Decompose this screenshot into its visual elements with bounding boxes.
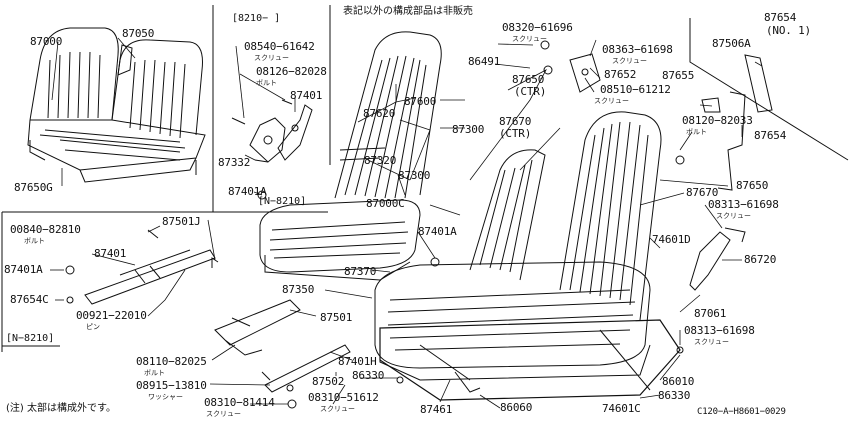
part-label-87654-2[interactable]: 87654 — [754, 129, 787, 142]
part-label-87620[interactable]: 87620 — [363, 107, 396, 120]
part-label-08540-61642[interactable]: 08540−61642 — [244, 40, 315, 53]
part-label-87670-2[interactable]: 87670 — [686, 186, 719, 199]
part-label-87461[interactable]: 87461 — [420, 403, 453, 416]
leader-lines — [50, 37, 763, 409]
sublabel-screw: スクリュー — [512, 35, 547, 43]
header-note: 表記以外の構成部品は非販売 — [343, 6, 473, 17]
part-label-87401h[interactable]: 87401H — [338, 355, 377, 368]
sublabel-screw: スクリュー — [612, 57, 647, 65]
paren-label-ctr-2: (CTR) — [499, 127, 532, 140]
part-label-08313-61698[interactable]: 08313−61698 — [708, 198, 779, 211]
part-label-08313-61698-2[interactable]: 08313−61698 — [684, 324, 755, 337]
part-label-86060[interactable]: 86060 — [500, 401, 533, 414]
part-label-00840-82810[interactable]: 00840−82810 — [10, 223, 81, 236]
drawing-code: C120−A−H8601−0029 — [697, 407, 786, 417]
part-label-86491[interactable]: 86491 — [468, 55, 501, 68]
part-label-87655[interactable]: 87655 — [662, 69, 695, 82]
part-label-87650[interactable]: 87650 — [512, 73, 545, 86]
hardware-illustration — [257, 40, 773, 393]
part-label-87654[interactable]: 87654 — [764, 11, 797, 24]
part-label-87000[interactable]: 87000 — [30, 35, 63, 48]
bench-seat-illustration — [27, 27, 206, 183]
paren-label-ctr-1: (CTR) — [514, 85, 547, 98]
part-label-74601d[interactable]: 74601D — [652, 233, 691, 246]
part-label-87401[interactable]: 87401 — [290, 89, 323, 102]
part-label-08310-81414[interactable]: 08310−81414 — [204, 396, 275, 409]
part-label-87652[interactable]: 87652 — [604, 68, 637, 81]
sublabel-screw: スクリュー — [254, 54, 289, 62]
bracket-illustration — [231, 99, 313, 163]
part-label-08915-13810[interactable]: 08915−13810 — [136, 379, 207, 392]
main-seat-illustration — [374, 111, 681, 401]
sublabel-screw: スクリュー — [206, 410, 241, 418]
sublabel-screw: スクリュー — [594, 97, 629, 105]
paren-label-no1: (NO. 1) — [766, 24, 811, 37]
part-label-87650-2[interactable]: 87650 — [736, 179, 769, 192]
part-label-87300-2[interactable]: 87300 — [398, 169, 431, 182]
sublabel-pin: ピン — [86, 323, 100, 331]
part-label-87401a-3[interactable]: 87401A — [4, 263, 43, 276]
part-label-87300[interactable]: 87300 — [452, 123, 485, 136]
part-label-86330[interactable]: 86330 — [658, 389, 691, 402]
sublabel-screw: スクリュー — [694, 338, 729, 346]
sublabel-bolt: ボルト — [256, 79, 277, 87]
group-label-8210: [8210− ] — [232, 13, 281, 24]
middle-seat-illustration — [259, 31, 442, 281]
part-label-87506a[interactable]: 87506A — [712, 37, 751, 50]
part-label-87350[interactable]: 87350 — [282, 283, 315, 296]
part-label-86720[interactable]: 86720 — [744, 253, 777, 266]
part-label-08510-61212[interactable]: 08510−61212 — [600, 83, 671, 96]
rail-illustration — [65, 229, 351, 409]
part-label-87332[interactable]: 87332 — [218, 156, 251, 169]
part-label-08363-61698[interactable]: 08363−61698 — [602, 43, 673, 56]
part-label-87600[interactable]: 87600 — [404, 95, 437, 108]
sublabel-bolt: ボルト — [686, 128, 707, 136]
group-label-n8210-left: [N−8210] — [6, 333, 55, 344]
part-label-87401-2[interactable]: 87401 — [94, 247, 127, 260]
part-label-08126-82028[interactable]: 08126−82028 — [256, 65, 327, 78]
part-label-87502[interactable]: 87502 — [312, 375, 345, 388]
sublabel-screw: スクリュー — [716, 212, 751, 220]
part-label-87401a-2[interactable]: 87401A — [418, 225, 457, 238]
part-label-87501[interactable]: 87501 — [320, 311, 353, 324]
part-label-08110-82025[interactable]: 08110−82025 — [136, 355, 207, 368]
sublabel-bolt: ボルト — [144, 369, 165, 377]
part-label-74601c[interactable]: 74601C — [602, 402, 641, 415]
part-label-08320-61696[interactable]: 08320−61696 — [502, 21, 573, 34]
sublabel-screw: スクリュー — [320, 405, 355, 413]
part-label-87320[interactable]: 87320 — [364, 154, 397, 167]
part-label-87050[interactable]: 87050 — [122, 27, 155, 40]
sublabel-bolt: ボルト — [24, 237, 45, 245]
part-label-87654c[interactable]: 87654C — [10, 293, 49, 306]
part-label-08120-82033[interactable]: 08120−82033 — [682, 114, 753, 127]
part-label-08310-51612[interactable]: 08310−51612 — [308, 391, 379, 404]
part-label-87061[interactable]: 87061 — [694, 307, 727, 320]
footnote: (注) 太部は構成外です。 — [6, 403, 116, 414]
part-label-87370[interactable]: 87370 — [344, 265, 377, 278]
part-label-00921-22010[interactable]: 00921−22010 — [76, 309, 147, 322]
part-label-87401a[interactable]: 87401A — [228, 185, 267, 198]
part-label-87670[interactable]: 87670 — [499, 115, 532, 128]
part-label-86010[interactable]: 86010 — [662, 375, 695, 388]
part-label-87000c[interactable]: 87000C — [366, 197, 405, 210]
part-label-87650g[interactable]: 87650G — [14, 181, 53, 194]
part-label-87501j[interactable]: 87501J — [162, 215, 201, 228]
part-label-86330-2[interactable]: 86330 — [352, 369, 385, 382]
frame-lines — [1, 5, 849, 352]
sublabel-washer: ワッシャー — [148, 393, 183, 401]
group-label-n8210-mid: [N−8210] — [258, 196, 307, 207]
